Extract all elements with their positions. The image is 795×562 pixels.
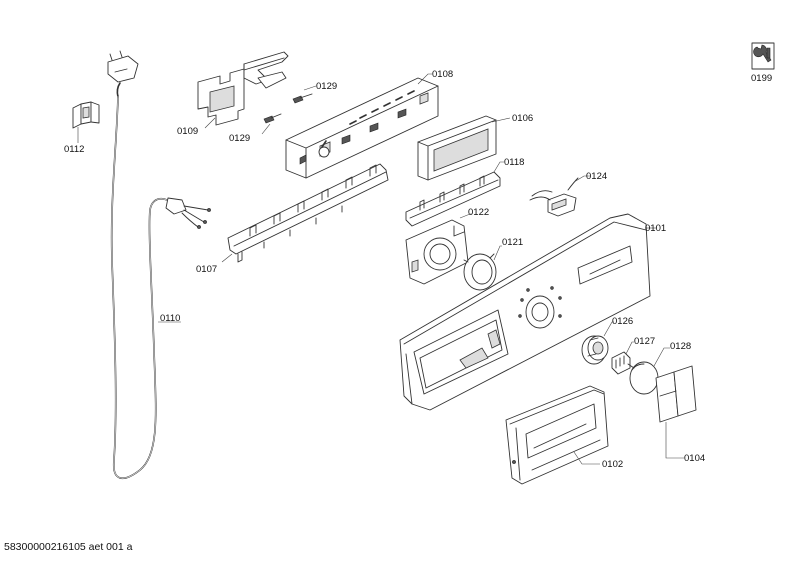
callout-0108: 0108 [432, 69, 453, 80]
knob-insert [611, 351, 631, 375]
programme-selector-knob [581, 335, 609, 365]
callout-0199: 0199 [751, 73, 772, 84]
callout-0104: 0104 [684, 453, 705, 464]
wrench-screwdriver-icon [751, 42, 775, 70]
power-cable [107, 50, 211, 480]
callout-0110: 0110 [160, 313, 180, 324]
control-panel-fascia [399, 213, 651, 411]
callout-0129-lower: 0129 [229, 133, 250, 144]
selector-knob-holder [405, 219, 469, 285]
knob-ring [463, 253, 497, 291]
callout-0121: 0121 [502, 237, 523, 248]
callout-0102: 0102 [602, 459, 623, 470]
button-rail [227, 163, 389, 263]
callout-0107: 0107 [196, 264, 217, 275]
control-module-pcb [285, 77, 439, 179]
callout-0112: 0112 [64, 144, 84, 155]
mounting-bracket [197, 51, 289, 126]
callout-0126: 0126 [612, 316, 633, 327]
callout-0124: 0124 [586, 171, 607, 182]
callout-0106: 0106 [512, 113, 533, 124]
callout-0101: 0101 [645, 223, 666, 234]
screw-lower [263, 113, 282, 124]
callout-0128: 0128 [670, 341, 691, 352]
document-number: 58300000216105 aet 001 a [4, 541, 133, 553]
led-harness [529, 177, 579, 217]
callout-0122: 0122 [468, 207, 489, 218]
callout-0118: 0118 [504, 157, 524, 168]
callout-0127: 0127 [634, 336, 655, 347]
knob-cap [627, 361, 659, 395]
display-cover [417, 115, 497, 181]
cable-clip [72, 101, 100, 129]
screw-upper [292, 93, 313, 104]
foil-set [655, 365, 697, 423]
callout-0109: 0109 [177, 126, 198, 137]
dispenser-drawer-handle [505, 385, 609, 485]
callout-0129-upper: 0129 [316, 81, 337, 92]
